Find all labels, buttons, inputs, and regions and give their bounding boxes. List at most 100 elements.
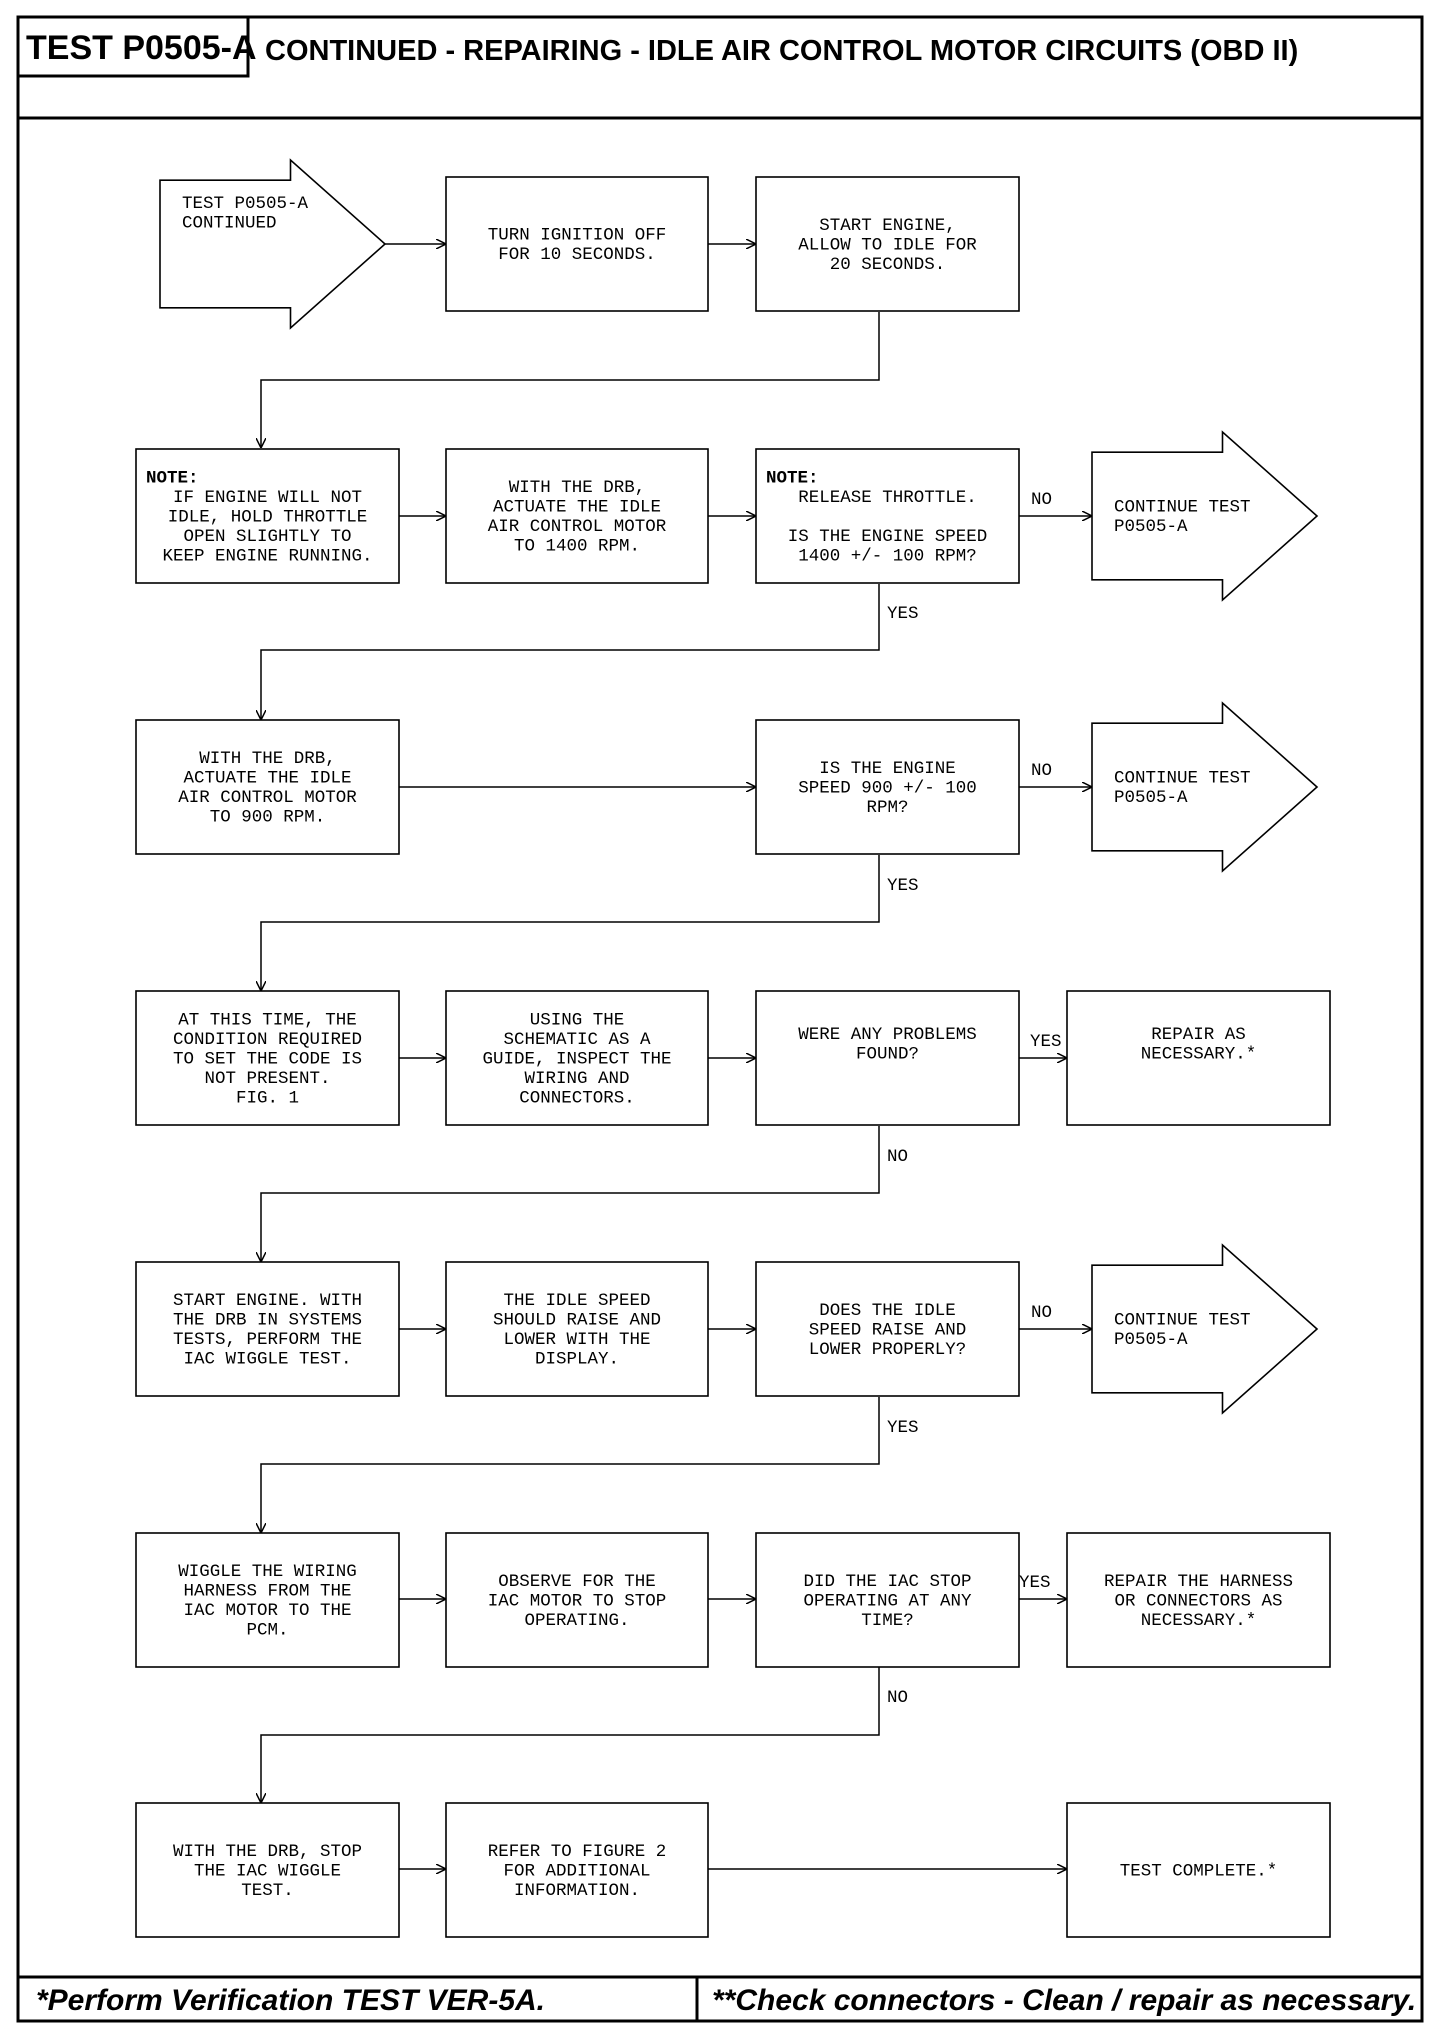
node-text-line: KEEP ENGINE RUNNING. [162,546,372,566]
node-text-line: NECESSARY.* [1141,1611,1257,1631]
node-text-line: 20 SECONDS. [830,255,946,275]
node-text-line: PCM. [246,1621,288,1641]
node-text-line: DOES THE IDLE [819,1301,956,1321]
note-label: NOTE: [146,468,199,488]
node-text-line: OPERATING AT ANY [803,1591,972,1611]
label-no: NO [887,1688,908,1708]
node-text-line: START ENGINE. WITH [173,1291,362,1311]
node-box [755,1532,1020,1668]
node-box [135,448,400,584]
node-text-line: AT THIS TIME, THE [178,1010,357,1030]
node-text-line: TEST. [241,1881,294,1901]
node-text-line: THE DRB IN SYSTEMS [173,1311,362,1331]
node-box [445,1261,709,1397]
node-box [445,1532,709,1668]
node-box [135,1802,400,1938]
node-text-line: TEST P0505-A [182,194,309,214]
node-box [1066,1802,1331,1938]
node-text-line: RELEASE THROTTLE. [798,488,977,508]
node-box [755,990,1020,1126]
node-text-line: SHOULD RAISE AND [493,1311,661,1331]
node-box [135,990,400,1126]
node-text-line: CONNECTORS. [519,1088,635,1108]
label-no: NO [1031,761,1052,781]
node-text-line: NOT PRESENT. [204,1069,330,1089]
label-yes: YES [1030,1032,1062,1052]
node-text-line: REPAIR THE HARNESS [1104,1572,1293,1592]
node-text-line: TIME? [861,1611,914,1631]
node-text-line: AIR CONTROL MOTOR [488,517,667,537]
node-text-line: CONDITION REQUIRED [173,1030,362,1050]
node-text-line: IS THE ENGINE SPEED [788,527,988,547]
label-no: NO [887,1147,908,1167]
node-text-line: SPEED 900 +/- 100 [798,778,977,798]
label-no: NO [1031,1303,1052,1323]
node-text-line: CONTINUE TEST [1114,769,1251,789]
label-yes: YES [887,604,919,624]
node-text-line: 1400 +/- 100 RPM? [798,546,977,566]
branch-labels: NO YES NO YES YES NO NO YES YES NO [887,490,1062,1708]
node-arrow-shape [1091,1243,1319,1415]
node-text-line: OPEN SLIGHTLY TO [183,527,351,547]
node-text-line: TO SET THE CODE IS [173,1049,362,1069]
test-id-box [16,15,250,78]
arrow [261,1126,880,1262]
label-no: NO [1031,490,1052,510]
node-text-line: REPAIR AS [1151,1025,1246,1045]
node-text-line: TO 900 RPM. [210,808,326,828]
page-title: CONTINUED - REPAIRING - IDLE AIR CONTROL… [265,35,1298,67]
test-id: TEST P0505-A [26,29,257,67]
node-text-line: OBSERVE FOR THE [498,1572,656,1592]
node-arrow-shape [159,158,387,330]
node-text-line: WITH THE DRB, STOP [173,1842,362,1862]
node-text-line: IAC MOTOR TO STOP [488,1591,667,1611]
node-check-1400: NOTE:RELEASE THROTTLE.IS THE ENGINE SPEE… [755,448,1020,584]
node-text-line: FIG. 1 [236,1088,299,1108]
node-text-line: WIRING AND [524,1069,629,1089]
node-test-complete: TEST COMPLETE.* [1066,1802,1331,1938]
node-text-line: P0505-A [1114,1330,1188,1350]
node-box [135,1261,400,1397]
arrow [261,584,880,720]
node-text-line: FOR ADDITIONAL [503,1861,650,1881]
connector-lines [261,244,1092,1869]
node-box [445,990,709,1126]
node-text-line: GUIDE, INSPECT THE [482,1049,671,1069]
node-box [1066,990,1331,1126]
node-box [755,448,1020,584]
arrow [261,1397,880,1533]
node-text-line: WERE ANY PROBLEMS [798,1025,977,1045]
node-box [755,1261,1020,1397]
node-text-line: THE IDLE SPEED [503,1291,650,1311]
node-text: TEST COMPLETE.* [1120,1861,1278,1881]
node-text-line: CONTINUE TEST [1114,1311,1251,1331]
